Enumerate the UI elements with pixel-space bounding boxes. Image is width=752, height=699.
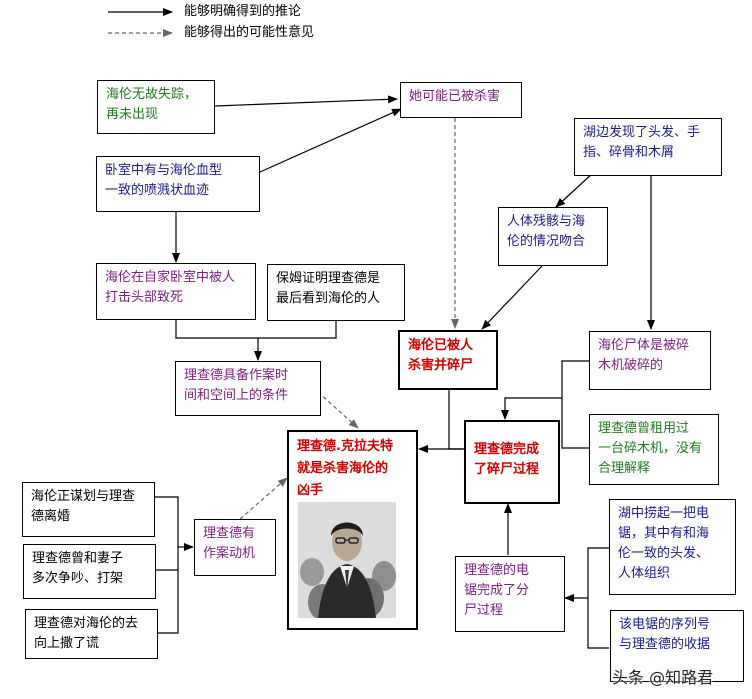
legend-solid-label: 能够明确得到的推论 [184, 4, 302, 19]
arrows [155, 95, 655, 649]
node-richard-conditions: 理查德具备作案时 间和空间上的条件 [175, 361, 321, 416]
node-bedroom-blood: 卧室中有与海伦血型 一致的喷溅状血迹 [96, 156, 260, 212]
node-lake-findings: 湖边发现了头发、手 指、碎骨和木屑 [574, 118, 722, 176]
node-remains-match: 人体残骸与海 伦的情况吻合 [498, 207, 608, 266]
node-killed-in-bedroom: 海伦在自家卧室中被人 打击头部致死 [96, 263, 256, 320]
node-lake-saw: 湖中捞起一把电 锯，其中有和海 伦一致的头发、 人体组织 [609, 499, 736, 595]
node-killed-and-dismembered: 海伦已被人 杀害并碎尸 [398, 330, 498, 390]
legend-dashed-label: 能够得出的可能性意见 [184, 25, 315, 40]
node-motive: 理查德有 作案动机 [194, 519, 276, 576]
node-richard-completed-dismember: 理查德完成 了碎尸过程 [464, 420, 560, 504]
node-may-be-killed: 她可能已被杀害 [400, 82, 522, 118]
node-body-chipped: 海伦尸体是被碎 木机破碎的 [589, 331, 711, 390]
node-nanny-testimony: 保姆证明理查德是 最后看到海伦的人 [267, 264, 405, 321]
node-saw-serial: 该电锯的序列号 与理查德的收据 [610, 610, 744, 682]
photo-illustration [298, 502, 396, 618]
richard-photo [298, 502, 396, 618]
node-rented-chipper: 理查德曾租用过 一台碎木机，没有 合理解释 [589, 414, 719, 485]
node-helen-disappeared: 海伦无故失踪， 再未出现 [97, 80, 215, 134]
node-planning-divorce: 海伦正谋划与理查 德离婚 [22, 482, 155, 537]
dashed-arrows [239, 118, 459, 520]
watermark: 头条 @知路君 [612, 668, 714, 687]
node-quarrels: 理查德曾和妻子 多次争吵、打架 [23, 544, 156, 599]
node-saw-completed: 理查德的电 锯完成了分 尸过程 [455, 556, 565, 632]
node-lied-whereabouts: 理查德对海伦的去 向上撒了谎 [25, 609, 158, 659]
